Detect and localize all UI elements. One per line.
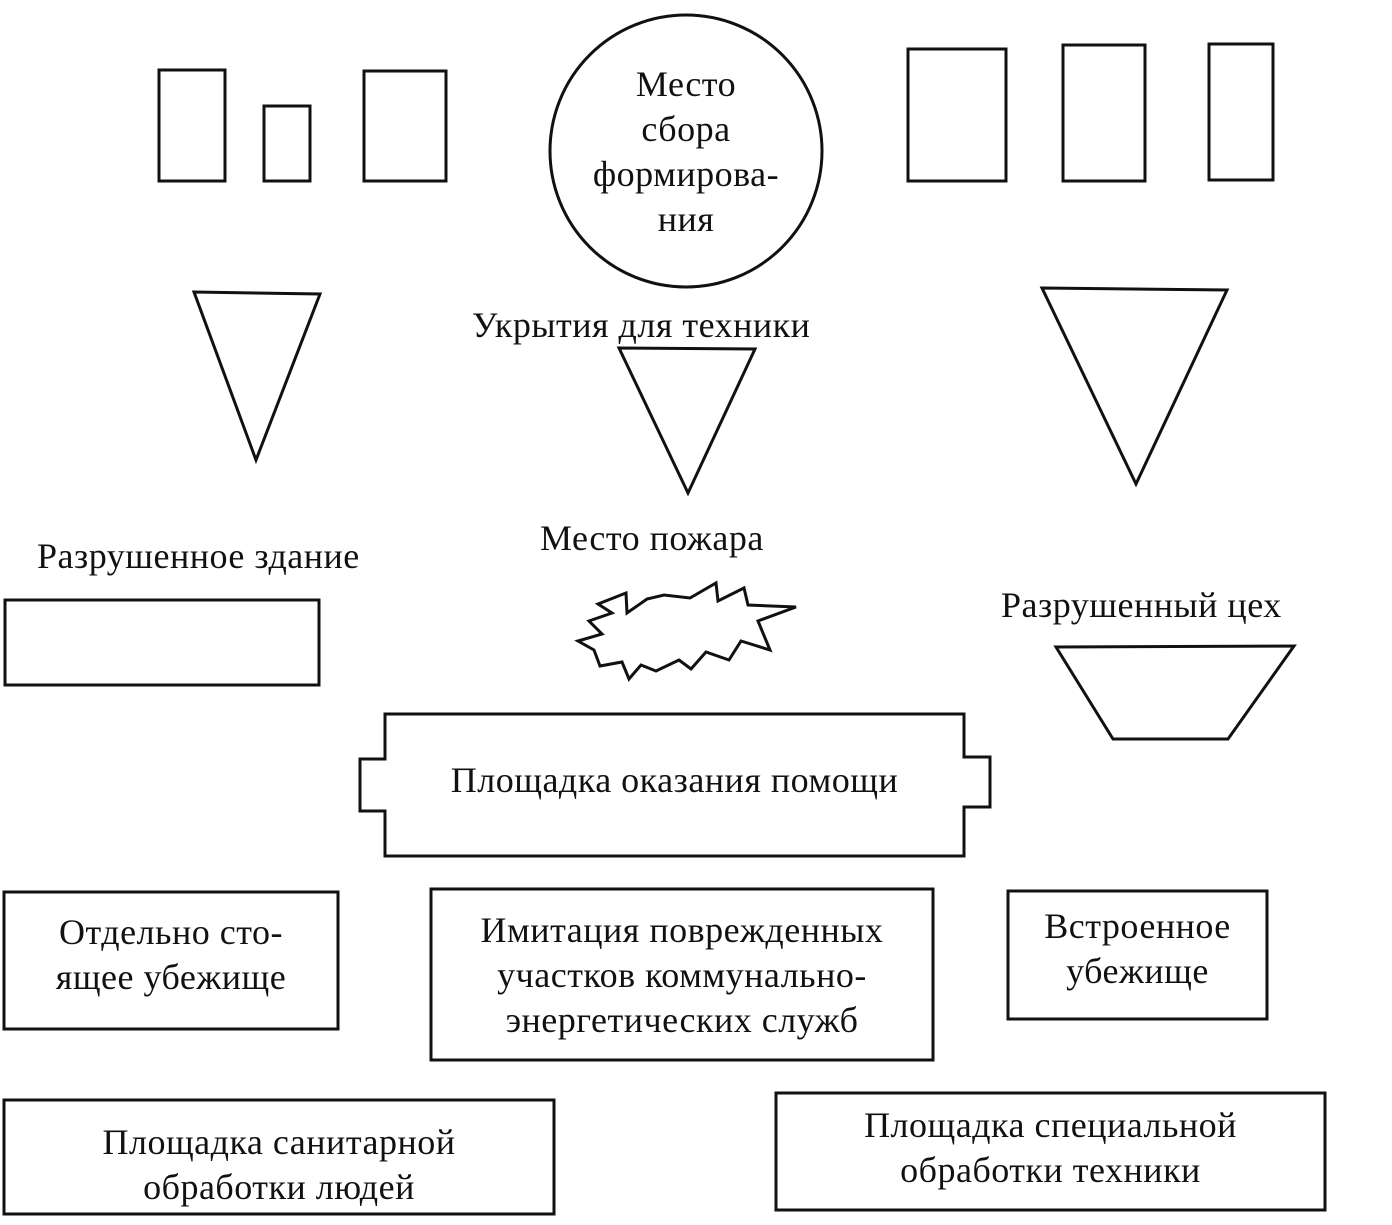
sanitary-area-box bbox=[2, 1098, 556, 1216]
freestanding-shelter-box bbox=[2, 890, 340, 1031]
building-right-3 bbox=[1207, 42, 1275, 182]
gathering-point-label: Место сбора формирова- ния bbox=[556, 62, 816, 242]
building-left-3 bbox=[362, 69, 448, 183]
vehicle-shelter-triangle-left bbox=[191, 290, 323, 465]
gathering-point-line: ния bbox=[657, 199, 715, 239]
building-left-2 bbox=[262, 104, 312, 183]
gathering-point-line: формирова- bbox=[592, 154, 780, 194]
freestanding-shelter-line: Отдельно сто- bbox=[59, 912, 283, 952]
sanitary-area-line: обработки людей bbox=[143, 1167, 415, 1207]
assistance-area-shape bbox=[358, 712, 992, 858]
builtin-shelter-label: Встроенное убежище bbox=[1008, 904, 1267, 994]
vehicle-shelter-triangle-center bbox=[616, 346, 758, 497]
sanitary-area-label: Площадка санитарной обработки людей bbox=[4, 1120, 554, 1210]
vehicle-treatment-label: Площадка специальной обработки техники bbox=[776, 1103, 1325, 1193]
builtin-shelter-box bbox=[1006, 889, 1269, 1021]
utility-damage-label: Имитация поврежденных участков коммуналь… bbox=[431, 908, 933, 1043]
building-right-1 bbox=[906, 47, 1008, 183]
utility-damage-line: энергетических служб bbox=[505, 1000, 859, 1040]
vehicle-shelter-triangle-right bbox=[1039, 286, 1230, 488]
freestanding-shelter-line: ящее убежище bbox=[55, 957, 287, 997]
fire-burst bbox=[574, 580, 797, 682]
fire-site-label: Место пожара bbox=[540, 518, 764, 558]
vehicle-treatment-line: обработки техники bbox=[900, 1150, 1201, 1190]
vehicle-shelters-label: Укрытия для техники bbox=[472, 305, 811, 345]
sanitary-area-line: Площадка санитарной bbox=[102, 1122, 456, 1162]
vehicle-treatment-line: Площадка специальной bbox=[864, 1105, 1237, 1145]
assistance-area-label: Площадка оказания помощи bbox=[450, 760, 899, 800]
gathering-point-circle bbox=[548, 13, 824, 289]
utility-damage-line: Имитация поврежденных bbox=[480, 910, 884, 950]
destroyed-building-rect bbox=[3, 598, 321, 687]
builtin-shelter-line: Встроенное bbox=[1044, 906, 1231, 946]
utility-damage-box bbox=[429, 887, 935, 1062]
freestanding-shelter-label: Отдельно сто- ящее убежище bbox=[4, 910, 338, 1000]
gathering-point-line: Место bbox=[635, 64, 737, 104]
gathering-point-line: сбора bbox=[641, 109, 731, 149]
utility-damage-line: участков коммунально- bbox=[497, 955, 867, 995]
destroyed-workshop-label: Разрушенный цех bbox=[1001, 585, 1282, 625]
building-left-1 bbox=[157, 68, 227, 183]
vehicle-treatment-box bbox=[774, 1091, 1327, 1212]
destroyed-workshop-trapezoid bbox=[1053, 644, 1297, 741]
builtin-shelter-line: убежище bbox=[1066, 951, 1209, 991]
destroyed-building-label: Разрушенное здание bbox=[37, 536, 360, 576]
building-right-2 bbox=[1061, 43, 1147, 183]
